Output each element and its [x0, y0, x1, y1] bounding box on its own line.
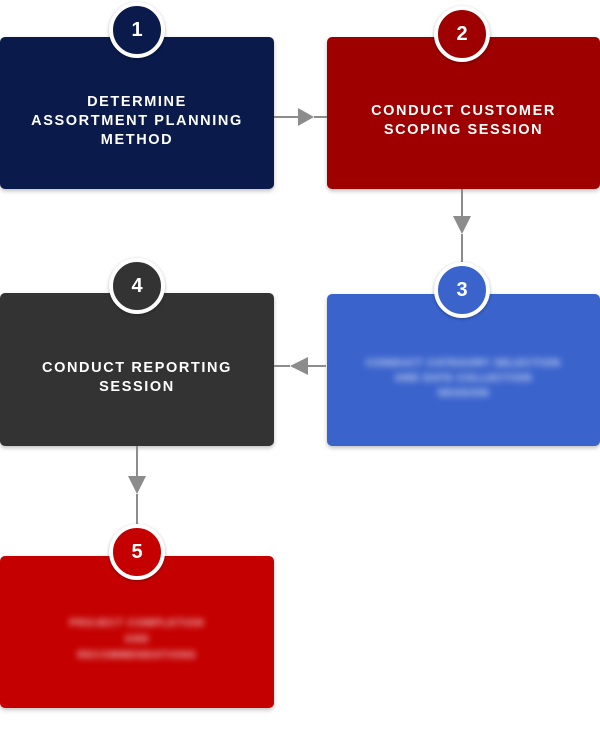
arrow-step2-to-step3: [453, 189, 471, 262]
step-4-label: Conduct Reporting Session: [42, 359, 232, 395]
step-1-number: 1: [131, 18, 143, 41]
step-2-box: Conduct Customer Scoping Session: [327, 37, 600, 189]
step-1-label: Determine Assortment Planning Method: [31, 93, 243, 148]
step-3-label: Conduct Category Selection and Data Coll…: [366, 357, 561, 399]
step-5-number: 5: [131, 540, 143, 563]
step-5-box: Project Completion and Recommendations: [0, 556, 274, 708]
step-1-badge: 1: [109, 2, 165, 58]
step-2-badge: 2: [434, 6, 490, 62]
step-1-box: Determine Assortment Planning Method: [0, 37, 274, 189]
step-3-number: 3: [456, 278, 468, 301]
step-3-badge: 3: [434, 262, 490, 318]
step-2-number: 2: [456, 22, 468, 45]
step-4-badge: 4: [109, 258, 165, 314]
arrow-step4-to-step5: [128, 446, 146, 524]
arrow-step1-to-step2: [274, 108, 327, 126]
step-5-badge: 5: [109, 524, 165, 580]
step-2-label: Conduct Customer Scoping Session: [371, 103, 556, 138]
step-5-label: Project Completion and Recommendations: [69, 618, 205, 661]
step-3-box: Conduct Category Selection and Data Coll…: [327, 294, 600, 446]
step-4-number: 4: [131, 274, 143, 297]
step-4-box: Conduct Reporting Session: [0, 293, 274, 446]
arrow-step3-to-step4: [274, 357, 326, 375]
